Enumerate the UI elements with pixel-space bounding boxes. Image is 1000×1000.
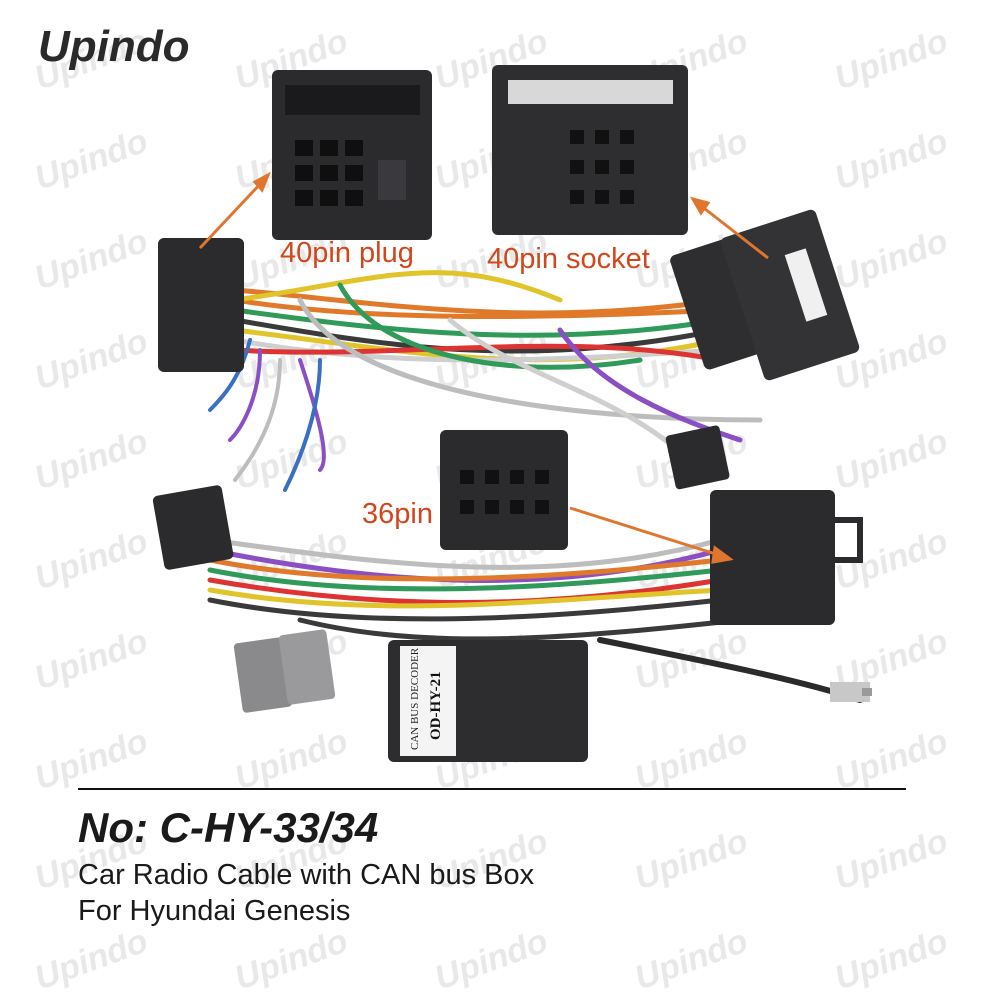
callout-36pin: 36pin (362, 498, 433, 530)
lower-right-connector (710, 490, 863, 625)
divider-line (78, 788, 906, 790)
watermark-text: Upindo (430, 922, 553, 998)
product-photo: CAN BUS DECODER OD-HY-21 (152, 65, 872, 762)
lower-left-connector (152, 485, 234, 570)
watermark-text: Upindo (830, 822, 953, 898)
antenna-plug (830, 682, 872, 702)
right-harness-connector (670, 209, 860, 381)
callout-40pin-plug: 40pin plug (280, 237, 414, 269)
watermark-text: Upindo (630, 822, 753, 898)
watermark-text: Upindo (230, 922, 353, 998)
product-model: No: C-HY-33/34 (78, 804, 379, 851)
decoder-model-label: OD-HY-21 (428, 671, 444, 740)
left-harness-connector (158, 238, 244, 372)
plug-40pin-detail (272, 70, 432, 240)
decoder-box-label: CAN BUS DECODER (409, 647, 421, 750)
canbus-decoder-box (388, 640, 588, 762)
callout-arrows (198, 171, 769, 564)
lower-wire-bundle (207, 537, 863, 703)
socket-40pin-detail (492, 65, 688, 235)
callout-40pin-socket: 40pin socket (487, 243, 650, 275)
product-description-line1: Car Radio Cable with CAN bus Box (78, 859, 535, 891)
watermark-text: Upindo (30, 922, 153, 998)
small-connector (665, 425, 730, 490)
brand-logo: Upindo (38, 22, 190, 71)
watermark-text: Upindo (830, 922, 953, 998)
product-description-line2: For Hyundai Genesis (78, 895, 351, 927)
connector-36pin-detail (440, 430, 568, 550)
gray-connectors (233, 629, 336, 713)
loose-wires-left (208, 338, 326, 492)
watermark-text: Upindo (630, 922, 753, 998)
